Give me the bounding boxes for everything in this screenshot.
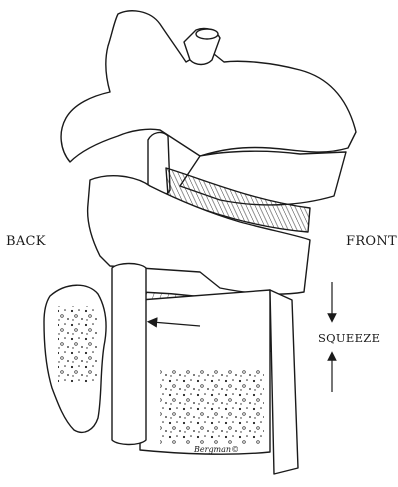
front-cortex	[270, 290, 298, 474]
squeeze-label: SQUEEZE	[318, 331, 380, 345]
back-label: BACK	[6, 234, 46, 249]
pedicle-cylinder	[112, 264, 146, 445]
front-label: FRONT	[346, 234, 397, 249]
artist-signature: Bergman©	[193, 445, 239, 454]
